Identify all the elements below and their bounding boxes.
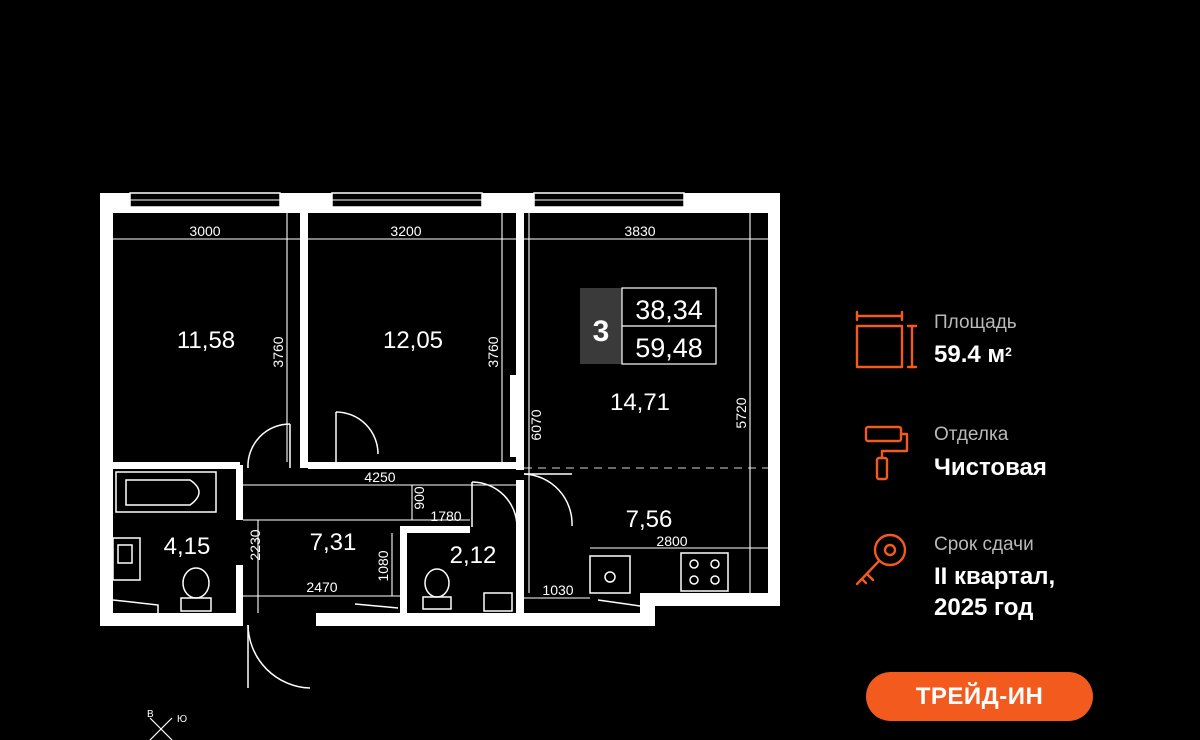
area-label: Площадь xyxy=(934,312,1017,333)
dim-1030: 1030 xyxy=(542,582,573,598)
term-value-line-1: II квартал, xyxy=(934,563,1056,590)
compass-north-label: В xyxy=(147,709,154,720)
room-area-living: 14,71 xyxy=(610,389,670,416)
dim-6070: 6070 xyxy=(528,409,544,440)
room-area-bedroom-1: 11,58 xyxy=(177,327,235,354)
badge-rooms-count: 3 xyxy=(593,315,610,348)
area-value-text: 59.4 м xyxy=(934,341,1006,368)
room-area-bathroom: 4,15 xyxy=(164,533,211,560)
dim-3830: 3830 xyxy=(624,223,655,239)
badge-living-area: 38,34 xyxy=(635,295,703,325)
room-area-kitchen: 7,56 xyxy=(626,506,673,533)
doors xyxy=(247,411,573,689)
term-label: Срок сдачи xyxy=(934,534,1034,555)
area-icon xyxy=(855,310,918,369)
term-value-line-2: 2025 год xyxy=(934,594,1034,621)
fixtures xyxy=(112,471,729,613)
finish-label: Отделка xyxy=(934,424,1009,445)
dim-900: 900 xyxy=(411,486,427,510)
dim-3000: 3000 xyxy=(189,223,220,239)
walls xyxy=(100,193,780,626)
dimension-lines xyxy=(113,213,768,613)
dim-3760-b: 3760 xyxy=(485,336,501,367)
compass-east-label: Ю xyxy=(177,714,187,725)
finish-value: Чистовая xyxy=(934,454,1047,481)
dim-2470: 2470 xyxy=(306,579,337,595)
dim-2800: 2800 xyxy=(656,533,687,549)
badge-total-area: 59,48 xyxy=(635,333,703,363)
dim-2230: 2230 xyxy=(247,529,263,560)
apartment-badge: 3 38,34 59,48 xyxy=(580,287,717,365)
dim-5720: 5720 xyxy=(733,397,749,428)
trade-in-button[interactable]: ТРЕЙД-ИН xyxy=(866,672,1093,721)
paint-roller-icon xyxy=(864,425,909,481)
dim-3760-a: 3760 xyxy=(270,336,286,367)
dim-4250: 4250 xyxy=(364,469,395,485)
area-unit-superscript: 2 xyxy=(1005,345,1012,359)
room-area-wc: 2,12 xyxy=(450,542,497,569)
dim-1080: 1080 xyxy=(375,550,391,581)
key-icon xyxy=(855,533,907,586)
dim-3200: 3200 xyxy=(390,223,421,239)
room-area-bedroom-2: 12,05 xyxy=(383,327,443,354)
dim-1780: 1780 xyxy=(430,508,461,524)
compass-icon: В Ю xyxy=(147,709,187,740)
room-area-hall: 7,31 xyxy=(310,529,357,556)
area-value: 59.4 м2 xyxy=(934,339,1012,370)
